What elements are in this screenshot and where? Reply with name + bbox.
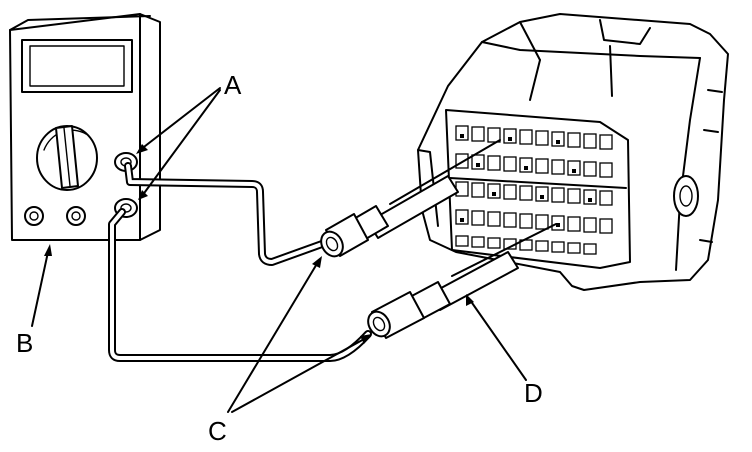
multimeter-dial[interactable] bbox=[36, 125, 98, 191]
connector-terminal-grid bbox=[449, 125, 627, 255]
multimeter-jack-right[interactable] bbox=[66, 206, 86, 226]
probe-boot-lower bbox=[367, 310, 391, 338]
multimeter-jack-left[interactable] bbox=[24, 206, 44, 226]
connector-side-latch bbox=[673, 175, 699, 217]
callout-d: D bbox=[524, 378, 543, 408]
test-lead-upper bbox=[124, 162, 326, 266]
callout-c: C bbox=[208, 416, 227, 446]
callout-b: B bbox=[16, 328, 33, 358]
multimeter-display bbox=[21, 39, 133, 93]
probe-boot-upper bbox=[320, 230, 344, 258]
leader-lines bbox=[31, 87, 527, 413]
test-lead-lower bbox=[108, 208, 372, 362]
ecm-connector bbox=[417, 13, 729, 291]
callout-a: A bbox=[224, 70, 242, 100]
back-probe-upper bbox=[320, 139, 501, 258]
multimeter bbox=[9, 13, 161, 241]
back-probe-lower bbox=[367, 223, 557, 339]
